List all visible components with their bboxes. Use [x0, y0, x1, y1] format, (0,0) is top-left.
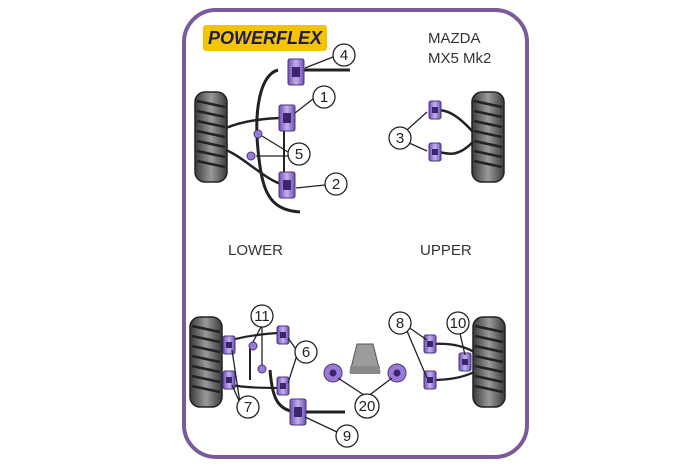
logo-text: POWERFLEX	[208, 28, 323, 48]
rear-left-tyre	[188, 315, 224, 409]
callout-20: 20	[354, 393, 380, 419]
bush-6b	[276, 376, 290, 396]
callout-2: 2	[324, 172, 348, 196]
callout-4-label: 4	[340, 47, 348, 64]
front-upper-assembly	[428, 90, 506, 184]
bush-5b	[246, 151, 256, 161]
callout-11: 11	[250, 304, 274, 328]
diagram-frame	[182, 8, 529, 459]
bush-5a	[253, 129, 263, 139]
bush-9	[289, 398, 307, 426]
callout-4: 4	[332, 43, 356, 67]
callout-8-label: 8	[396, 315, 404, 332]
callout-3-label: 3	[396, 130, 404, 147]
front-left-tyre	[193, 90, 229, 184]
callout-11-label: 11	[254, 308, 270, 325]
callout-9-label: 9	[343, 428, 351, 445]
bush-11a	[248, 341, 258, 351]
bush-2	[278, 171, 296, 199]
vehicle-model: MX5 Mk2	[428, 50, 491, 67]
callout-20-label: 20	[359, 398, 376, 415]
differential-assembly	[323, 343, 407, 383]
section-lower-label: LOWER	[228, 242, 283, 259]
bush-3b	[428, 142, 442, 162]
rear-upper-assembly	[423, 315, 507, 409]
rear-right-tyre	[471, 315, 507, 409]
callout-5-label: 5	[295, 146, 303, 163]
callout-5: 5	[287, 142, 311, 166]
callout-6-label: 6	[302, 344, 310, 361]
callout-9: 9	[335, 424, 359, 448]
callout-10-label: 10	[450, 315, 467, 332]
bush-8a	[423, 334, 437, 354]
bush-3a	[428, 100, 442, 120]
callout-10: 10	[446, 311, 470, 335]
callout-3: 3	[388, 126, 412, 150]
callout-7: 7	[236, 395, 260, 419]
callout-6: 6	[294, 340, 318, 364]
callout-1-label: 1	[320, 89, 328, 106]
bush-6a	[276, 325, 290, 345]
bush-11b	[257, 364, 267, 374]
callout-7-label: 7	[244, 399, 252, 416]
bush-4	[287, 58, 305, 86]
callout-2-label: 2	[332, 176, 340, 193]
callout-1: 1	[312, 85, 336, 109]
bush-7a	[222, 335, 236, 355]
vehicle-make: MAZDA	[428, 30, 481, 47]
section-upper-label: UPPER	[420, 242, 472, 259]
bush-10	[458, 352, 472, 372]
callout-8: 8	[388, 311, 412, 335]
front-right-tyre	[470, 90, 506, 184]
bush-1	[278, 104, 296, 132]
front-lower-assembly	[193, 58, 350, 214]
powerflex-logo: POWERFLEX	[203, 25, 327, 51]
